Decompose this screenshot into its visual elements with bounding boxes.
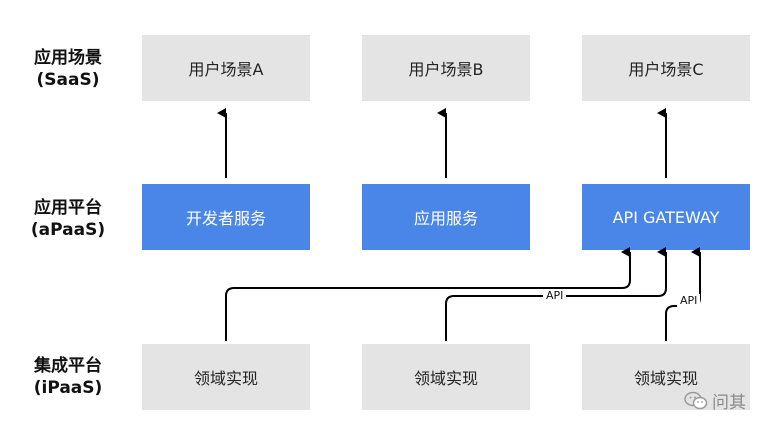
layer-label-apaas-title: 应用平台 (34, 198, 102, 218)
layer-label-ipaas-title: 集成平台 (34, 356, 102, 376)
api-label-1: API (543, 289, 567, 303)
api-label-2: API (677, 294, 701, 308)
layer-label-saas: 应用场景 (SaaS) (18, 47, 118, 91)
layer-label-ipaas-sub: (iPaaS) (33, 378, 103, 398)
user-scenario-c: 用户场景C (582, 35, 750, 101)
layer-label-ipaas: 集成平台 (iPaaS) (18, 355, 118, 399)
domain-implementation-1: 领域实现 (142, 344, 310, 410)
layer-label-apaas: 应用平台 (aPaaS) (18, 197, 118, 241)
watermark-text: 问其 (712, 393, 746, 413)
domain-implementation-2: 领域实现 (362, 344, 530, 410)
layer-label-apaas-sub: (aPaaS) (30, 220, 106, 240)
api-gateway: API GATEWAY (582, 184, 750, 250)
watermark: 问其 (684, 388, 746, 413)
domain-implementation-3: 领域实现 (582, 344, 750, 410)
user-scenario-a: 用户场景A (142, 35, 310, 101)
user-scenario-b: 用户场景B (362, 35, 530, 101)
developer-service: 开发者服务 (142, 184, 310, 250)
layer-label-saas-sub: (SaaS) (36, 70, 100, 90)
layer-label-saas-title: 应用场景 (34, 48, 102, 68)
wire-domain1-to-gateway (225, 247, 631, 341)
wechat-icon (684, 391, 708, 411)
application-service: 应用服务 (362, 184, 530, 250)
